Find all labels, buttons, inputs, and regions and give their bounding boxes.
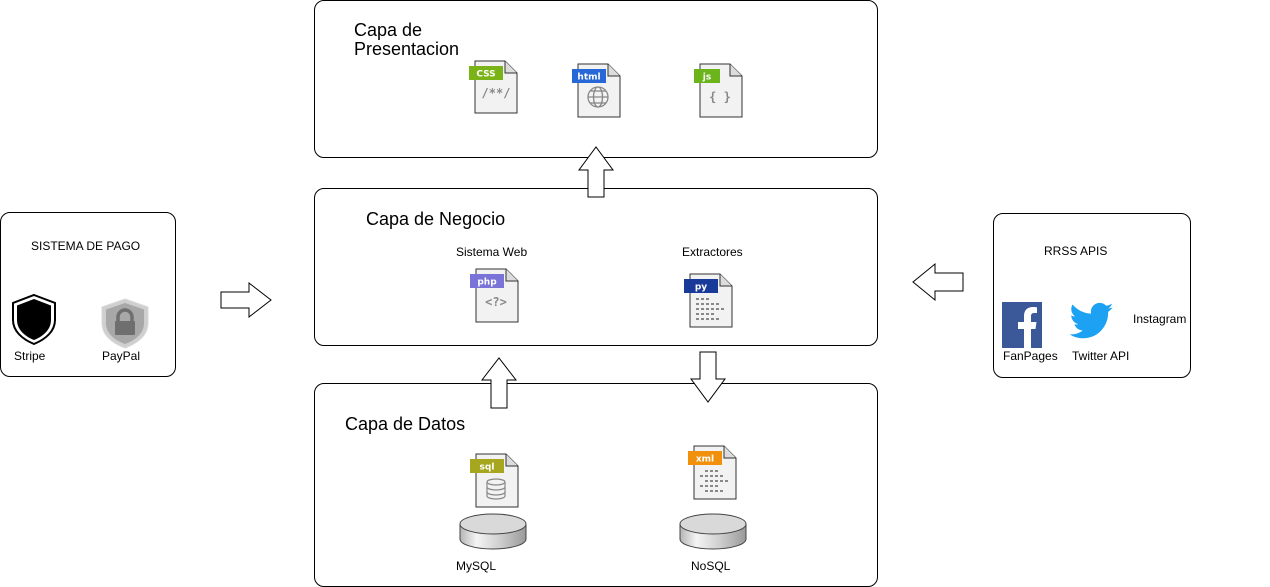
data-layer — [314, 383, 878, 587]
payment-system-box — [0, 212, 176, 377]
social-apis-box — [993, 213, 1191, 378]
arrow-right-icon — [220, 281, 272, 319]
facebook-icon — [1002, 302, 1042, 348]
html-file-icon: html — [572, 63, 621, 118]
presentation-title: Capa de Presentacion — [354, 20, 460, 59]
js-badge-label: js — [702, 73, 711, 83]
arrow-down-icon — [690, 351, 726, 403]
css-badge-label: CSS — [476, 70, 495, 80]
xml-lines-icon — [700, 470, 728, 492]
payment-system-title: SISTEMA DE PAGO — [31, 239, 141, 253]
js-badge — [694, 69, 720, 83]
nosql-database-icon — [679, 513, 747, 550]
stripe-label: Stripe — [14, 349, 46, 363]
data-title: Capa de Datos — [345, 414, 466, 434]
py-file-icon: py — [684, 273, 733, 328]
mysql-label: MySQL — [456, 559, 497, 573]
arrow-left-icon — [912, 262, 964, 302]
mysql-database-icon — [459, 513, 527, 550]
code-lines-icon — [696, 298, 724, 320]
xml-badge-label: xml — [696, 455, 714, 465]
js-file-icon: js { } — [694, 63, 743, 118]
xml-badge — [688, 451, 722, 465]
php-file-icon: php <?> — [470, 268, 519, 323]
arrow-up-icon — [578, 146, 614, 198]
social-apis-title: RRSS APIS — [1044, 244, 1108, 258]
css-file-icon: CSS /**/ — [469, 60, 518, 114]
js-glyph: { } — [709, 90, 731, 104]
arrow-up-icon — [480, 357, 518, 409]
html-badge — [572, 69, 606, 83]
css-badge — [469, 66, 503, 80]
php-glyph: <?> — [485, 295, 507, 309]
py-badge — [684, 279, 718, 293]
css-glyph: /**/ — [482, 86, 511, 100]
sql-file-icon: sql — [470, 453, 519, 508]
globe-icon — [587, 86, 609, 108]
html-badge-label: html — [577, 73, 600, 83]
xml-file-icon: xml — [688, 445, 737, 500]
paypal-lock-shield-icon — [101, 298, 149, 349]
php-badge-label: php — [477, 278, 497, 288]
py-badge-label: py — [695, 283, 707, 293]
twitter-label: Twitter API — [1072, 349, 1130, 363]
instagram-label: Instagram — [1133, 312, 1187, 326]
paypal-label: PayPal — [102, 349, 141, 363]
business-title: Capa de Negocio — [366, 209, 506, 229]
nosql-label: NoSQL — [691, 559, 731, 573]
web-system-label: Sistema Web — [456, 245, 528, 259]
sql-badge — [470, 459, 504, 473]
twitter-icon — [1069, 302, 1114, 339]
database-small-icon — [486, 478, 506, 500]
extractors-label: Extractores — [682, 245, 743, 259]
php-badge — [470, 274, 504, 288]
facebook-label: FanPages — [1003, 349, 1058, 363]
sql-badge-label: sql — [480, 463, 495, 473]
stripe-shield-icon — [12, 293, 56, 346]
